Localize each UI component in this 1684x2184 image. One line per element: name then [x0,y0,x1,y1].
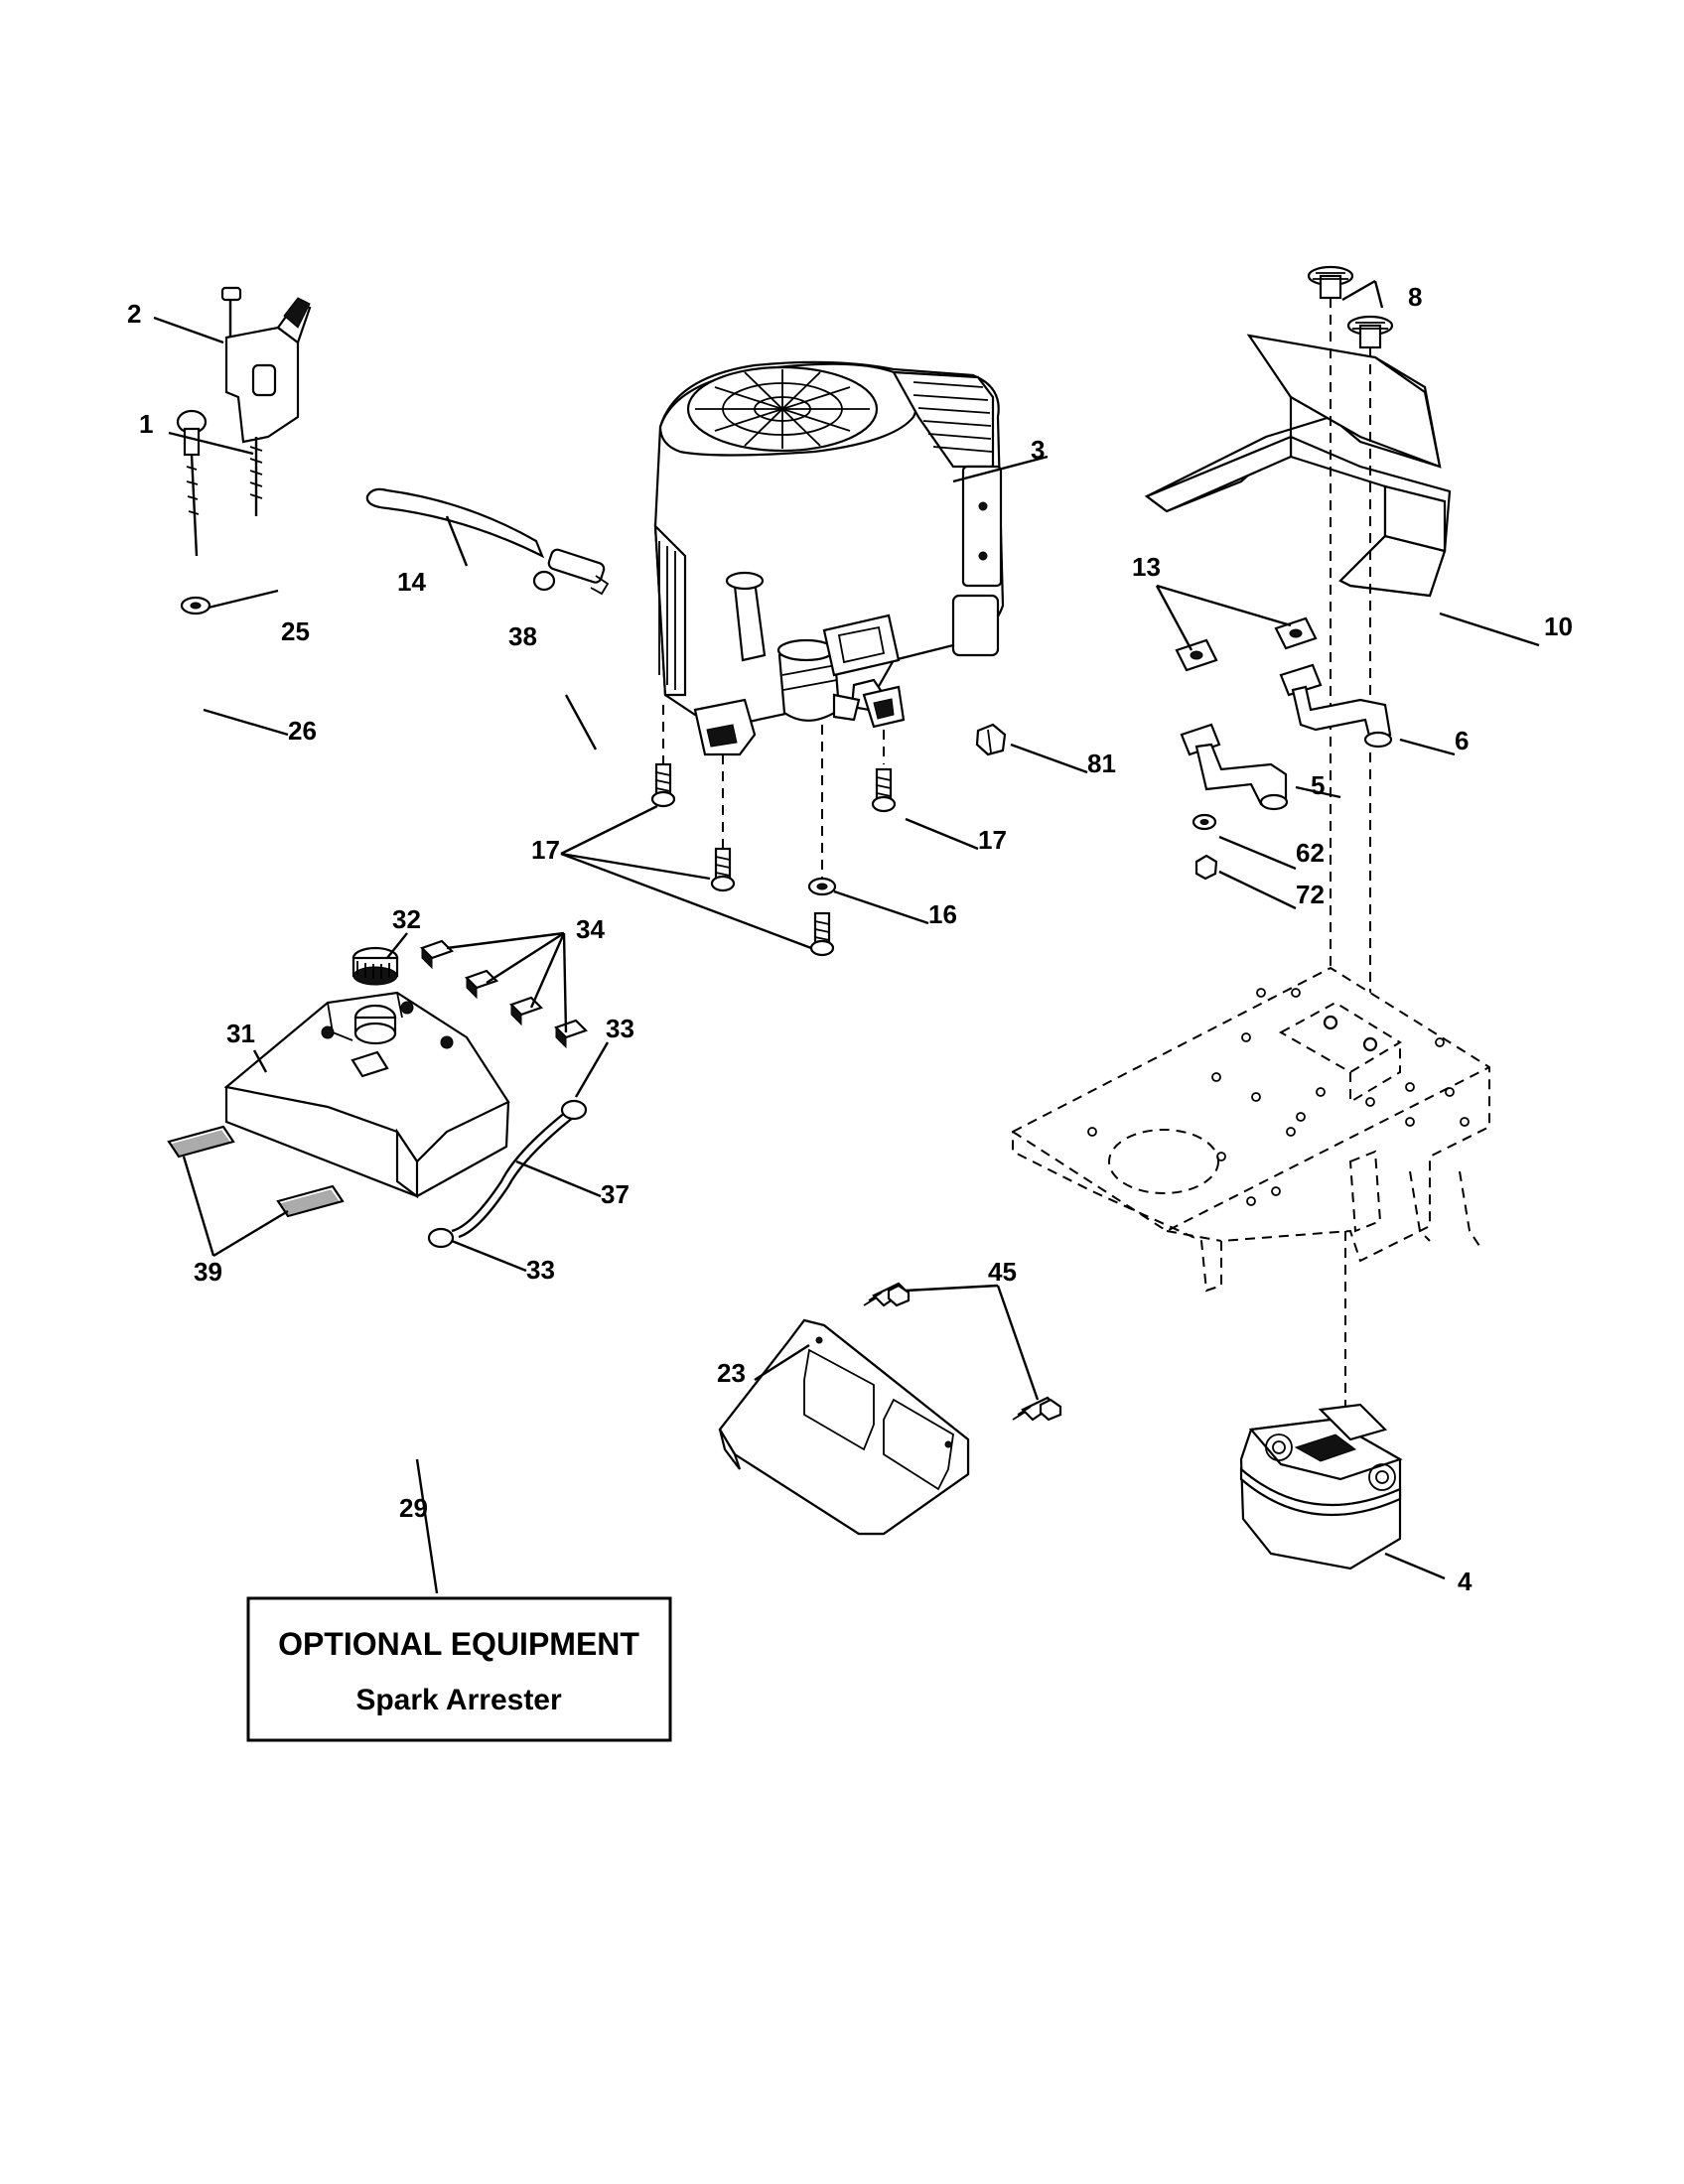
exhaust-gaskets-part [1175,616,1318,672]
callout-62: 62 [1296,838,1325,868]
callout-34: 34 [576,914,605,944]
callout-26: 26 [288,716,317,746]
callout-3: 3 [1031,435,1045,465]
callout-72: 72 [1296,880,1325,909]
muffler-part [1239,1403,1403,1570]
engine-centerlines [662,705,885,884]
nut-part [975,723,1007,756]
chassis-frame [1012,966,1490,1293]
callout-33-bottom: 33 [526,1255,555,1285]
muffler-guard-part [718,1318,970,1536]
callout-10: 10 [1544,612,1573,641]
engine-part [653,360,1005,756]
callout-17-left: 17 [531,835,560,865]
callout-81: 81 [1087,749,1116,778]
fan-grille [695,369,870,449]
engine-cover-knob-part [351,946,399,986]
callout-5: 5 [1311,770,1325,800]
engine-bolts-part [650,762,897,957]
callout-29: 29 [399,1493,428,1523]
callout-31: 31 [226,1019,255,1048]
exhaust-pipe-left-part [1180,723,1289,811]
callout-2: 2 [127,299,141,329]
callout-45: 45 [988,1257,1017,1287]
callout-33-top: 33 [606,1014,634,1043]
callout-39: 39 [194,1257,222,1287]
choke-knob-part [176,409,211,615]
throttle-control-part [220,286,312,516]
callout-17-right: 17 [978,825,1007,855]
callout-37: 37 [601,1179,630,1209]
leader-lines [153,279,1540,1594]
callout-38: 38 [508,621,537,651]
guard-bolts-part [863,1282,1062,1422]
washer-nut-part [1192,813,1218,881]
callout-25: 25 [281,616,310,646]
optional-equipment-box: OPTIONAL EQUIPMENT Spark Arrester [246,1596,672,1742]
breather-hose-part [427,1099,588,1249]
chassis-holes [1087,988,1470,1206]
callout-14: 14 [397,567,426,597]
callout-13: 13 [1132,552,1161,582]
callout-32: 32 [392,904,421,934]
heat-shield-part [1144,334,1452,598]
callout-labels: 2 1 14 3 8 10 13 6 5 62 72 81 17 16 17 2… [127,282,1573,1596]
exhaust-pipe-right-part [1279,663,1393,749]
fuel-hose-part [365,487,610,596]
carriage-bolts-part [1307,265,1394,349]
optional-equipment-title: OPTIONAL EQUIPMENT [278,1626,639,1662]
callout-16: 16 [928,899,957,929]
callout-8: 8 [1408,282,1422,312]
engine-cover-part [223,991,510,1199]
callout-6: 6 [1455,726,1469,755]
callout-4: 4 [1458,1567,1473,1596]
foam-strip-parts [167,1125,345,1218]
callout-1: 1 [139,409,153,439]
optional-equipment-subtitle: Spark Arrester [355,1684,562,1716]
callout-23: 23 [717,1358,746,1388]
